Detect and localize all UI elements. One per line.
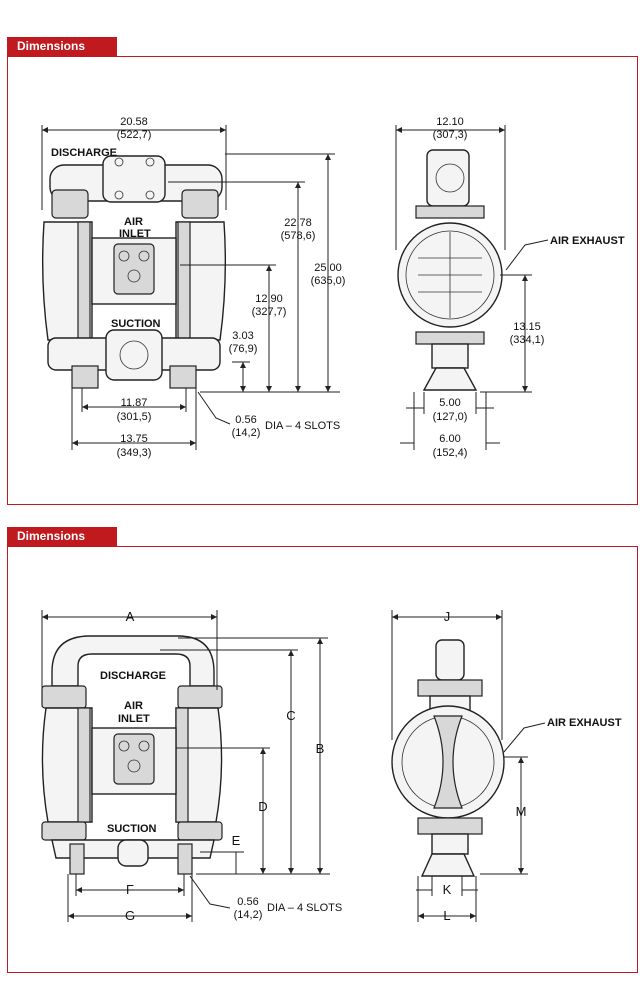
- dim-letter-k: K: [443, 882, 452, 897]
- dim-letter-b: B: [316, 741, 325, 756]
- width-total-dimension: [41, 125, 227, 210]
- exhaust-height-mm: (334,1): [510, 334, 545, 346]
- dim-letter-j: J: [444, 609, 451, 624]
- slots-inner-mm: (301,5): [117, 411, 152, 423]
- height-total-mm: (635,0): [311, 275, 346, 287]
- vertical-dimension-lines: [168, 153, 340, 393]
- exhaust-height-value: 13.15: [513, 321, 541, 333]
- base-outer-value: 6.00: [439, 433, 460, 445]
- base-outer-mm: (152,4): [433, 447, 468, 459]
- air-exhaust-label-2: AIR EXHAUST: [547, 717, 622, 729]
- side-dimension-lines: [395, 125, 549, 450]
- side-width-value: 12.10: [436, 116, 464, 128]
- base-inner-value: 5.00: [439, 397, 460, 409]
- dim-letter-l: L: [443, 908, 450, 923]
- side-width-mm: (307,3): [433, 129, 468, 141]
- slots-outer-value: 13.75: [120, 433, 148, 445]
- height-total-value: 25.00: [314, 262, 342, 274]
- front-view-pump-1: [41, 155, 227, 389]
- inlet-label-2: INLET: [118, 713, 150, 725]
- slot-dia-value: 0.56: [235, 414, 256, 426]
- slots-inner-value: 11.87: [121, 397, 148, 409]
- slot-dia-mm: (14,2): [232, 427, 261, 439]
- height-inlet-mm: (327,7): [252, 306, 287, 318]
- width-total-value: 20.58: [120, 116, 148, 128]
- height-discharge-value: 22.78: [284, 217, 312, 229]
- slot-dia-mm-2: (14,2): [234, 909, 263, 921]
- dim-letter-c: C: [286, 708, 295, 723]
- side-view-pump-2: [391, 639, 505, 877]
- side-view-pump-1: [397, 149, 503, 391]
- dim-letter-f: F: [126, 882, 134, 897]
- slots-outer-mm: (349,3): [117, 447, 152, 459]
- dimension-lines-2: [41, 610, 330, 922]
- dim-letter-g: G: [125, 908, 135, 923]
- inlet-label: INLET: [119, 228, 151, 240]
- dim-letter-d: D: [258, 799, 267, 814]
- air-label-2: AIR: [124, 700, 143, 712]
- discharge-label: DISCHARGE: [51, 147, 117, 159]
- base-inner-mm: (127,0): [433, 411, 468, 423]
- section-2-panel: [7, 546, 638, 973]
- suction-label: SUCTION: [111, 318, 161, 330]
- width-total-mm: (522,7): [117, 129, 152, 141]
- dim-letter-m: M: [516, 804, 527, 819]
- air-label: AIR: [124, 216, 143, 228]
- suction-label-2: SUCTION: [107, 823, 157, 835]
- front-view-pump-2: [41, 635, 223, 875]
- slot-note: DIA – 4 SLOTS: [265, 420, 340, 432]
- slot-dia-value-2: 0.56: [237, 896, 258, 908]
- slot-note-2: DIA – 4 SLOTS: [267, 902, 342, 914]
- discharge-label-2: DISCHARGE: [100, 670, 166, 682]
- height-suction-mm: (76,9): [229, 343, 258, 355]
- slot-dimension-lines: [71, 388, 231, 450]
- air-exhaust-label: AIR EXHAUST: [550, 235, 625, 247]
- dim-letter-e: E: [232, 833, 241, 848]
- side-dimension-lines-2: [391, 610, 546, 922]
- height-inlet-value: 12.90: [255, 293, 283, 305]
- section-1-tab: Dimensions: [7, 37, 117, 56]
- height-suction-value: 3.03: [232, 330, 253, 342]
- section-2-tab: Dimensions: [7, 527, 117, 546]
- dim-letter-a: A: [126, 609, 135, 624]
- height-discharge-mm: (578,6): [281, 230, 316, 242]
